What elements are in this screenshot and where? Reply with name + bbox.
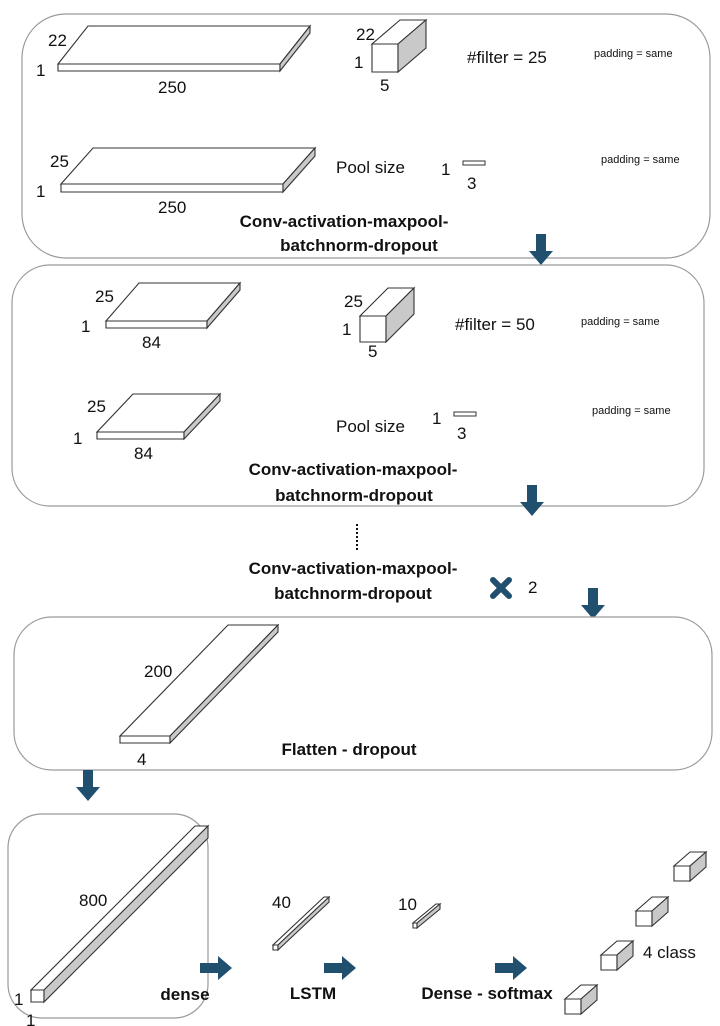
output-input-length: 10 bbox=[398, 895, 417, 914]
block1-kernel-height: 22 bbox=[356, 25, 375, 44]
right-arrow-2-icon bbox=[324, 956, 356, 980]
flatten-panel bbox=[13, 616, 713, 771]
block1-input1-width: 250 bbox=[158, 78, 186, 97]
block2-kernel-width: 5 bbox=[368, 342, 377, 361]
block2-kernel-depth: 1 bbox=[342, 320, 351, 339]
dense-input-height: 1 bbox=[14, 990, 23, 1009]
class-cube-1 bbox=[672, 850, 708, 883]
block2-filter-label: #filter = 50 bbox=[455, 315, 535, 334]
lstm-label: LSTM bbox=[290, 984, 336, 1003]
lstm-input-length: 40 bbox=[272, 893, 291, 912]
block2-input1-slab bbox=[104, 281, 242, 330]
block1-padding1: padding = same bbox=[594, 48, 673, 60]
block1-padding2: padding = same bbox=[601, 154, 680, 166]
block1-pool-depth: 1 bbox=[441, 160, 450, 179]
down-arrow-1-icon bbox=[529, 234, 553, 265]
class-cube-4 bbox=[563, 983, 599, 1016]
softmax-label: Dense - softmax bbox=[421, 984, 553, 1003]
block1-panel bbox=[21, 13, 711, 259]
flatten-caption: Flatten - dropout bbox=[281, 740, 416, 759]
block1-filter-label: #filter = 25 bbox=[467, 48, 547, 67]
flatten-length: 200 bbox=[144, 662, 172, 681]
block2-input2-height: 25 bbox=[87, 397, 106, 416]
block2-pool-label: Pool size bbox=[336, 417, 405, 436]
block2-kernel-height: 25 bbox=[344, 292, 363, 311]
block1-kernel-depth: 1 bbox=[354, 53, 363, 72]
block1-pool-width: 3 bbox=[467, 174, 476, 193]
block2-input1-width: 84 bbox=[142, 333, 161, 352]
block2-pool-depth: 1 bbox=[432, 409, 441, 428]
dense-input-width: 1 bbox=[26, 1011, 35, 1026]
repeat-caption-line2: batchnorm-dropout bbox=[274, 584, 432, 603]
right-arrow-3-icon bbox=[495, 956, 527, 980]
class-cube-3 bbox=[599, 939, 635, 972]
block2-padding2: padding = same bbox=[592, 405, 671, 417]
block1-kernel-cube bbox=[370, 18, 428, 74]
block2-input2-slab bbox=[95, 392, 222, 441]
block1-pool-bar bbox=[462, 160, 486, 166]
block1-input2-slab bbox=[59, 146, 317, 194]
multiply-cross-icon bbox=[490, 577, 512, 599]
class-cube-2 bbox=[634, 895, 670, 928]
block1-pool-label: Pool size bbox=[336, 158, 405, 177]
block1-input1-height: 22 bbox=[48, 31, 67, 50]
block2-padding1: padding = same bbox=[581, 316, 660, 328]
repeat-caption-line1: Conv-activation-maxpool- bbox=[249, 559, 458, 578]
dense-input-bar bbox=[29, 824, 210, 1004]
block2-input2-depth: 1 bbox=[73, 429, 82, 448]
block2-pool-width: 3 bbox=[457, 424, 466, 443]
block2-pool-bar bbox=[453, 411, 477, 417]
flatten-slab bbox=[118, 623, 280, 745]
block1-input1-depth: 1 bbox=[36, 61, 45, 80]
output-input-bar bbox=[411, 902, 442, 930]
block1-input2-height: 25 bbox=[50, 152, 69, 171]
right-arrow-1-icon bbox=[200, 956, 232, 980]
block2-input1-depth: 1 bbox=[81, 317, 90, 336]
block2-input1-height: 25 bbox=[95, 287, 114, 306]
block1-input2-depth: 1 bbox=[36, 182, 45, 201]
dense-input-length: 800 bbox=[79, 891, 107, 910]
dense-label: dense bbox=[160, 985, 209, 1004]
down-arrow-2-icon bbox=[520, 485, 544, 516]
block1-kernel-width: 5 bbox=[380, 76, 389, 95]
lstm-input-bar bbox=[271, 895, 331, 952]
block1-caption-line1: Conv-activation-maxpool- bbox=[240, 212, 449, 231]
flatten-width: 4 bbox=[137, 750, 146, 769]
class-count-label: 4 class bbox=[643, 943, 696, 962]
block1-input1-slab bbox=[56, 24, 312, 73]
block2-input2-width: 84 bbox=[134, 444, 153, 463]
down-arrow-4-icon bbox=[76, 770, 100, 801]
block1-input2-width: 250 bbox=[158, 198, 186, 217]
block2-kernel-cube bbox=[358, 286, 416, 344]
block2-caption-line2: batchnorm-dropout bbox=[275, 486, 433, 505]
block1-caption-line2: batchnorm-dropout bbox=[280, 236, 438, 255]
repeat-times: 2 bbox=[528, 578, 537, 597]
block2-caption-line1: Conv-activation-maxpool- bbox=[249, 460, 458, 479]
down-arrow-3-icon bbox=[581, 588, 605, 619]
